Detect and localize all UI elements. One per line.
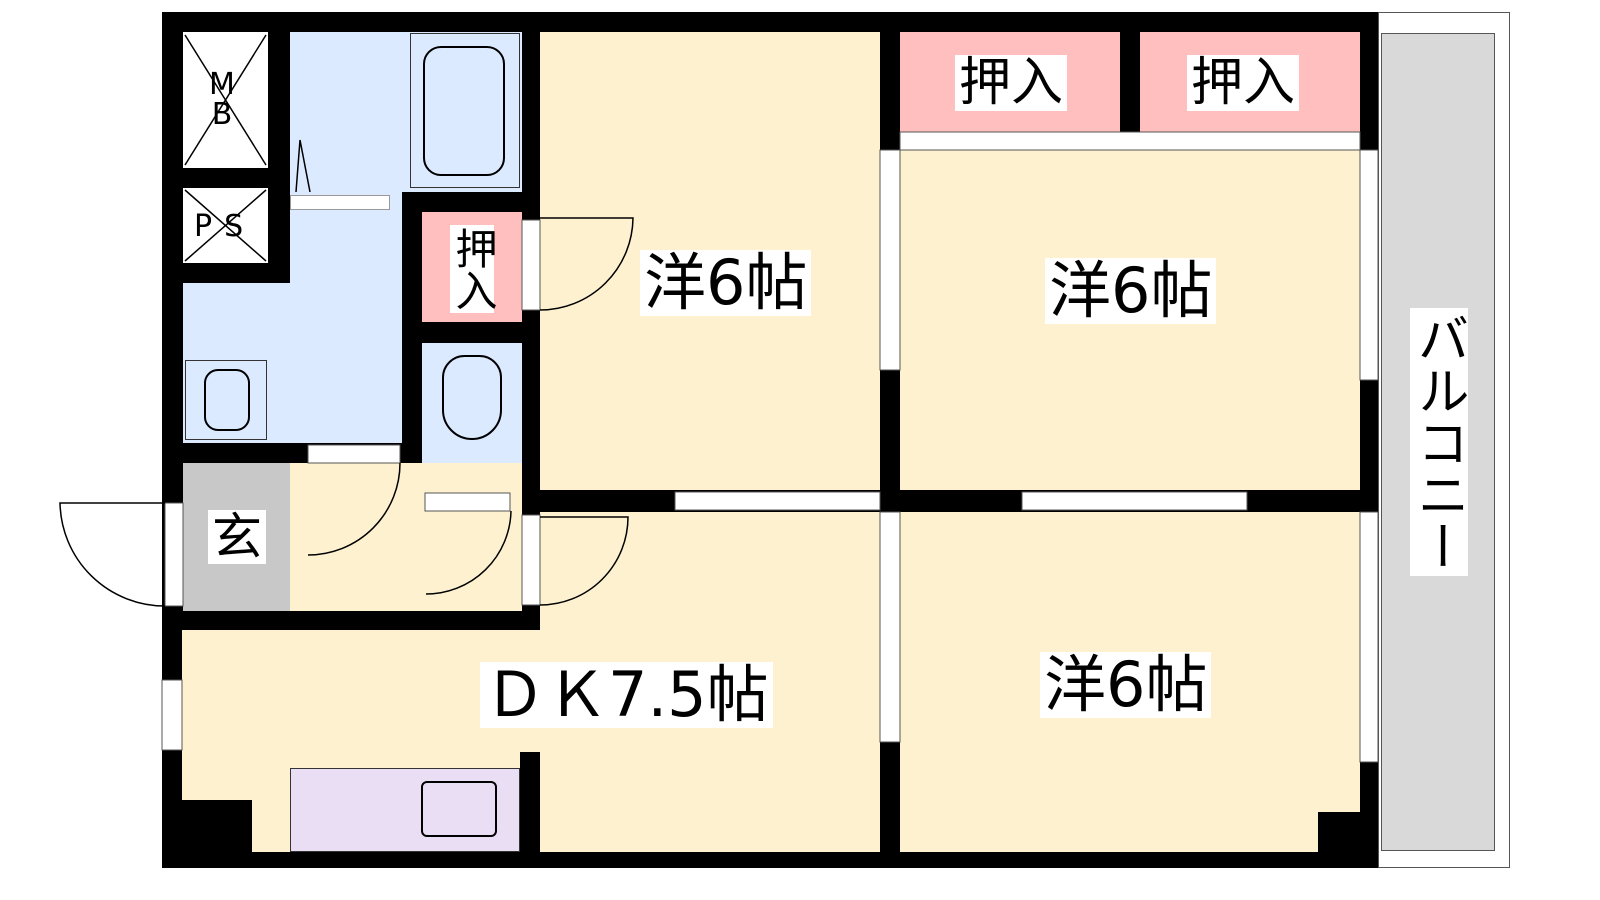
washbasin — [185, 360, 267, 440]
entrance-label: 玄 — [208, 510, 266, 564]
closet-left-label: 押入 — [449, 225, 498, 313]
pipe-space-label: PS — [194, 209, 256, 244]
closet-top-2-label: 押入 — [1187, 55, 1300, 111]
room-western-right-top-label: 洋6帖 — [1045, 258, 1217, 324]
hallway — [290, 463, 522, 611]
meter-box-label: MB — [209, 67, 235, 132]
dining-kitchen-label: ＤＫ7.5帖 — [480, 662, 773, 728]
kitchen-counter — [290, 768, 520, 852]
bath-partition — [290, 195, 390, 210]
wall-block — [1318, 812, 1378, 868]
bathroom — [290, 32, 522, 192]
closet-top-1-label: 押入 — [955, 55, 1068, 111]
wall-post — [520, 752, 540, 852]
room-western-right-bottom-label: 洋6帖 — [1040, 652, 1212, 718]
room-western-left-label: 洋6帖 — [640, 250, 812, 316]
balcony — [1378, 12, 1510, 868]
wall-block — [162, 800, 252, 868]
dining-kitchen-upper — [540, 512, 880, 637]
washroom — [183, 283, 402, 443]
balcony-label: バルコニー — [1408, 308, 1468, 576]
bathtub — [410, 33, 520, 188]
